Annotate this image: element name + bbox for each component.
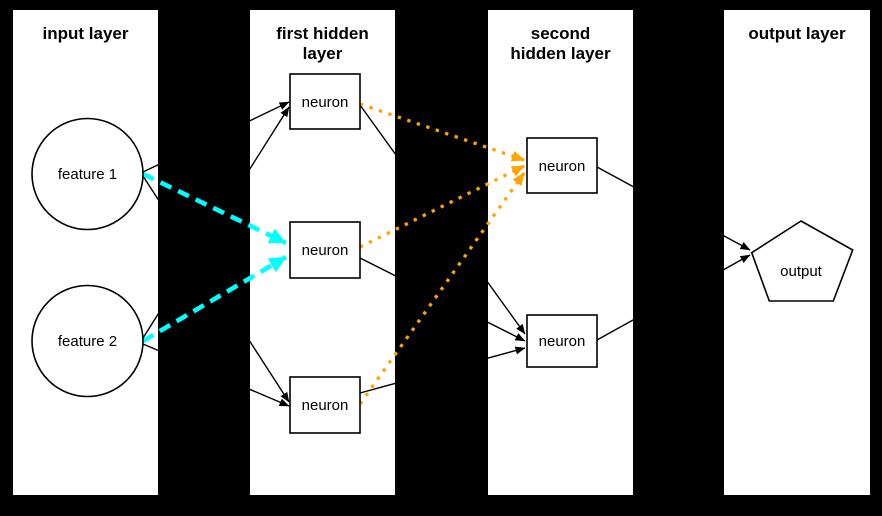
- hidden1-middle-label: neuron: [302, 242, 349, 259]
- output-label: output: [780, 263, 823, 280]
- edge-hidden1bottom-to-hidden2bottom: [359, 346, 526, 394]
- input-layer-title: input layer: [43, 24, 129, 43]
- feature-1-circle: [31, 117, 144, 231]
- edge-hidden2bottom-to-output: [596, 254, 751, 341]
- node-hidden1-middle: neuron: [289, 221, 361, 279]
- hidden2-bottom-box: [526, 314, 598, 368]
- panel-input-layer: [13, 10, 158, 495]
- feature-2-circle: [31, 284, 144, 398]
- hidden2-top-label: neuron: [539, 158, 586, 175]
- node-feature-2: feature 2: [31, 284, 144, 398]
- edge-feature2-to-hidden1middle-cyan: [141, 255, 288, 343]
- edge-feature1-to-hidden1middle-cyan: [142, 171, 287, 246]
- hidden1-middle-box: [289, 221, 361, 279]
- edge-feature2-to-hidden1top: [142, 106, 290, 339]
- edge-feature1-to-hidden1bottom: [142, 175, 290, 403]
- first-hidden-layer-title-line1: first hidden: [276, 24, 369, 43]
- first-hidden-layer-title-line2: layer: [303, 44, 343, 63]
- node-hidden1-top: neuron: [289, 73, 361, 130]
- edge-feature2-to-hidden1bottom: [142, 343, 290, 407]
- edge-hidden2top-to-output: [596, 166, 751, 251]
- node-hidden2-top: neuron: [526, 137, 598, 194]
- node-output: output: [750, 220, 854, 302]
- hidden2-top-box: [526, 137, 598, 194]
- output-pentagon: [750, 220, 854, 302]
- node-hidden1-bottom: neuron: [289, 376, 361, 434]
- hidden2-bottom-label: neuron: [539, 333, 586, 350]
- hidden1-top-box: [289, 73, 361, 130]
- hidden1-top-label: neuron: [302, 94, 349, 111]
- edge-hidden1bottom-to-hidden2top-orange: [358, 172, 526, 405]
- output-layer-title: output layer: [748, 24, 846, 43]
- hidden1-bottom-box: [289, 376, 361, 434]
- panel-second-hidden-layer: [488, 10, 633, 495]
- second-hidden-layer-title-line2: hidden layer: [510, 44, 611, 63]
- node-feature-1: feature 1: [31, 117, 144, 231]
- node-hidden2-bottom: neuron: [526, 314, 598, 368]
- feature-1-label: feature 1: [58, 166, 117, 183]
- edge-hidden1middle-to-hidden2top-orange: [359, 164, 525, 249]
- hidden1-bottom-label: neuron: [302, 397, 349, 414]
- feature-2-label: feature 2: [58, 333, 117, 350]
- edge-hidden1top-to-hidden2bottom: [359, 104, 526, 335]
- edge-hidden1middle-to-hidden2bottom: [359, 257, 526, 342]
- second-hidden-layer-title-line1: second: [531, 24, 591, 43]
- edge-feature1-to-hidden1top: [142, 101, 290, 173]
